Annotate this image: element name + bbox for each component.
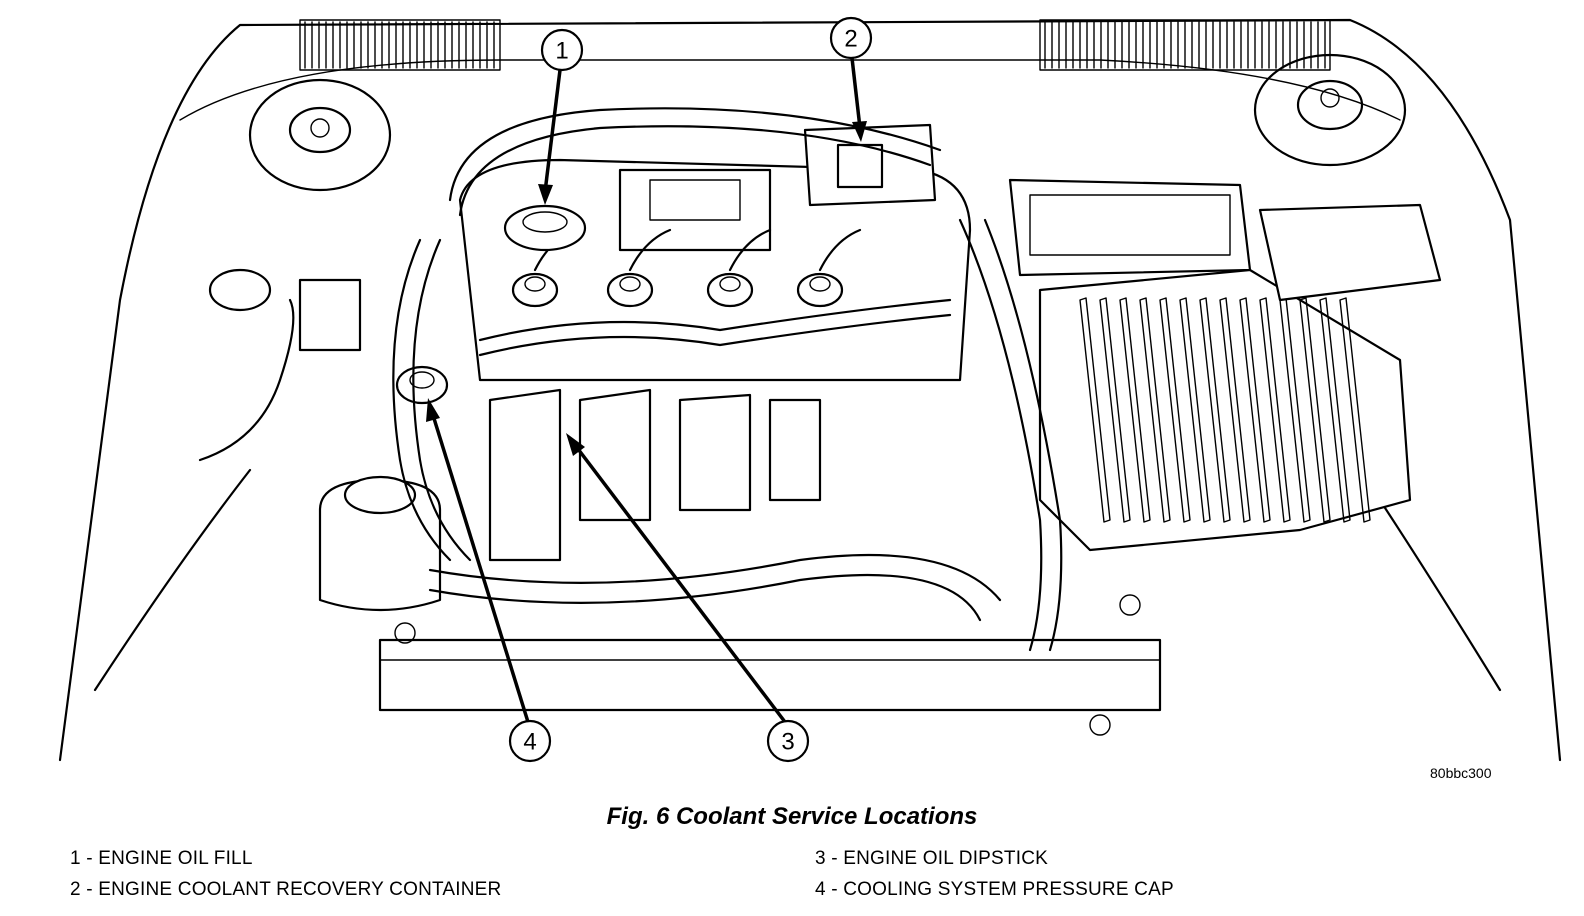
pressure-cap <box>395 365 449 405</box>
leader-arrow-1 <box>538 184 553 205</box>
legend-item-4: 4 - COOLING SYSTEM PRESSURE CAP <box>815 879 1174 900</box>
callout-3: 3 <box>766 719 810 763</box>
intake-manifold <box>488 388 822 562</box>
coolant-recovery-container <box>803 123 937 207</box>
callout-1-number: 1 <box>555 38 568 65</box>
leader-arrow-2 <box>852 121 867 142</box>
leader-line-3 <box>573 443 787 724</box>
figure-reference-code: 80bbc300 <box>1430 765 1492 781</box>
relay-box <box>1258 203 1442 302</box>
brake-master-cylinder <box>208 268 362 352</box>
hoses <box>198 107 1063 652</box>
left-strut-tower <box>248 78 392 192</box>
oil-fill-cap <box>503 204 587 252</box>
air-cleaner-housing <box>1038 268 1412 552</box>
leader-line-4 <box>430 411 530 723</box>
radiator-grille <box>299 19 1331 71</box>
leader-arrow-4 <box>426 398 440 422</box>
engine-bay-diagram: 1 2 3 4 80bbc300 <box>58 16 1562 781</box>
callout-2-number: 2 <box>844 26 857 53</box>
leader-line-2 <box>850 57 862 129</box>
callout-2: 2 <box>829 16 873 60</box>
leader-arrow-3 <box>566 433 585 456</box>
figure-caption: Fig. 6 Coolant Service Locations <box>606 803 978 830</box>
legend-item-3: 3 - ENGINE OIL DIPSTICK <box>815 848 1048 869</box>
battery <box>1008 178 1252 277</box>
callout-4-number: 4 <box>523 729 536 756</box>
legend-item-1: 1 - ENGINE OIL FILL <box>70 848 253 869</box>
power-steering-reservoir <box>318 475 442 612</box>
callout-1: 1 <box>540 28 584 72</box>
leader-line-1 <box>543 69 562 193</box>
callout-4: 4 <box>508 719 552 763</box>
callout-3-number: 3 <box>781 729 794 756</box>
right-strut-tower <box>1253 53 1407 167</box>
legend-item-2: 2 - ENGINE COOLANT RECOVERY CONTAINER <box>70 879 502 900</box>
